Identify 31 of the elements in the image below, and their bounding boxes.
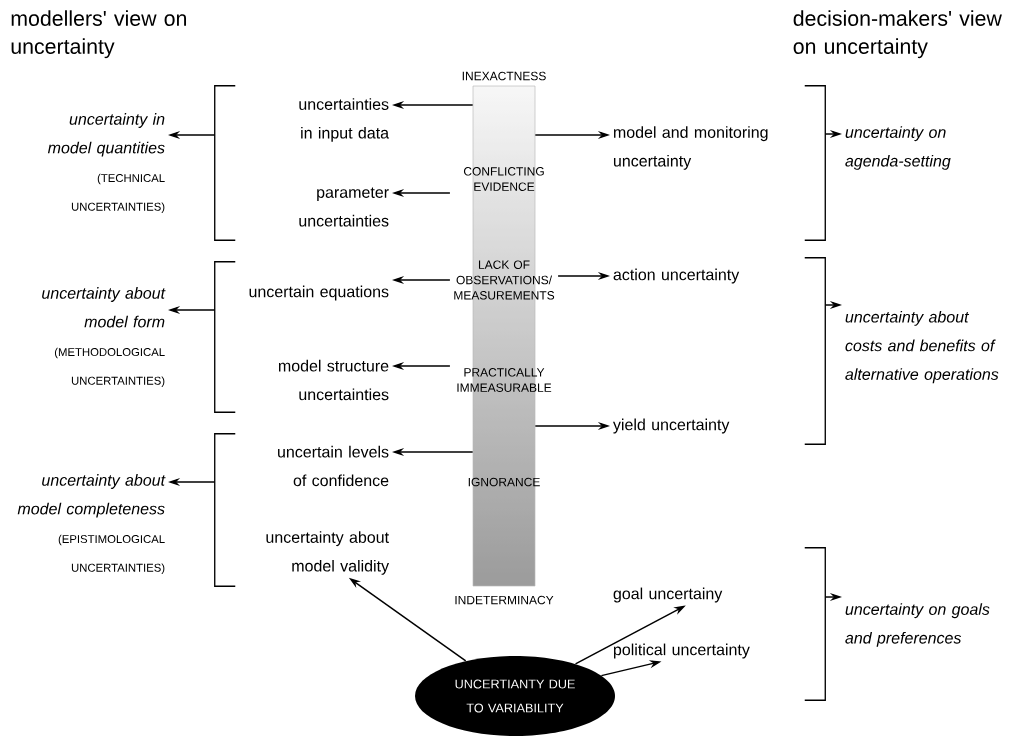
uncertainty-text: model and monitoring uncertainty — [614, 126, 768, 170]
category-text: uncertainty about costs and benefits of alternative operations — [845, 310, 999, 384]
uncertainty-text: action uncertainty — [613, 268, 740, 284]
uncertainty-text: uncertain levels of confidence — [278, 445, 389, 487]
uncertainty-text: yield uncertainty — [613, 418, 730, 434]
bracket — [804, 257, 826, 445]
category-text: uncertainty on goals and preferences — [845, 603, 990, 647]
scale-label: IGNORANCE — [468, 477, 540, 487]
scale-label: CONFLICTING EVIDENCE — [463, 167, 544, 191]
uncertainty-text: parameter uncertainties — [299, 187, 389, 227]
uncertainty-text: uncertain equations — [249, 285, 389, 301]
uncertainty-text: uncertainties in input data — [299, 98, 390, 142]
uncertainty-text: political uncertainty — [613, 643, 750, 659]
bracket — [214, 261, 236, 413]
bracket — [214, 433, 236, 587]
scale-label: LACK OF OBSERVATIONS/ MEASUREMENTS — [454, 260, 555, 300]
category-text: uncertainty in model quantities (TECHNICAL UNCERTAINTIES) — [47, 113, 165, 213]
scale-label: INDETERMINACY — [455, 595, 554, 605]
heading: modellers' view on uncertainty — [11, 10, 186, 59]
uncertainty-text: model structure uncertainties — [279, 359, 389, 401]
bracket — [214, 85, 236, 241]
bracket — [804, 547, 826, 701]
category-text: uncertainty about model completeness (EPISTIMOLOGICAL UNCERTAINTIES) — [17, 474, 166, 574]
scale-label: INEXACTNESS — [462, 71, 546, 81]
bracket — [804, 85, 826, 241]
uncertainty-text: uncertainty about model validity — [266, 531, 389, 575]
uncertainty-text: goal uncertainy — [613, 587, 723, 603]
category-text: uncertainty on agenda-setting — [845, 126, 951, 170]
heading: decision-makers' view on uncertainty — [793, 10, 1002, 59]
category-text: uncertainty about model form (METHODOLOGICAL UNCERTAINTIES) — [42, 287, 166, 387]
scale-label: PRACTICALLY IMMEASURABLE — [457, 368, 552, 392]
